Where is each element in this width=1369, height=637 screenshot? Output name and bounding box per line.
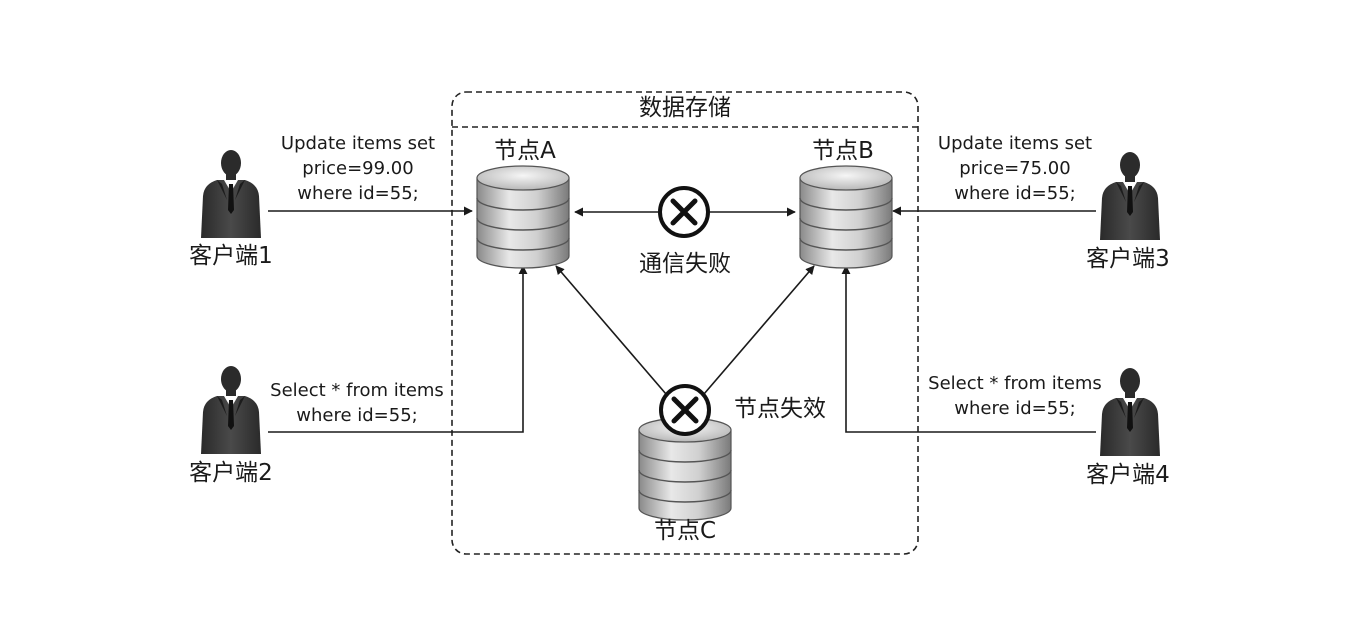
arrow-client2-to-node-a — [268, 265, 528, 433]
arrow-client4-to-node-b — [841, 265, 1096, 433]
client2-query: Select * from items where id=55; — [262, 378, 452, 428]
node-b-label: 节点B — [812, 138, 874, 164]
client4-label: 客户端4 — [1086, 462, 1170, 488]
database-icon-node-b — [799, 165, 893, 269]
link-c-b — [703, 265, 815, 395]
client4-query: Select * from items where id=55; — [920, 371, 1110, 421]
client3-label: 客户端3 — [1086, 246, 1170, 272]
person-icon-client3 — [1100, 152, 1160, 240]
person-icon-client2 — [201, 366, 261, 454]
person-icon-client1 — [201, 150, 261, 238]
client1-query: Update items set price=99.00 where id=55… — [268, 131, 448, 206]
client3-query: Update items set price=75.00 where id=55… — [925, 131, 1105, 206]
failure-x-icon-link — [660, 188, 708, 236]
query-line: where id=55; — [954, 398, 1076, 419]
failure-x-icon-node-c — [661, 386, 709, 434]
query-line: Update items set — [280, 133, 436, 154]
query-line: where id=55; — [954, 183, 1076, 204]
query-line: price=99.00 — [302, 158, 414, 179]
node-a-label: 节点A — [494, 138, 556, 164]
storage-title: 数据存储 — [639, 95, 731, 121]
storage-boundary — [451, 91, 919, 555]
query-line: price=75.00 — [959, 158, 1071, 179]
database-icon-node-a — [476, 165, 570, 269]
client1-label: 客户端1 — [189, 243, 273, 269]
node-failure-label: 节点失效 — [734, 396, 826, 422]
query-line: Select * from items — [270, 380, 444, 401]
query-line: where id=55; — [297, 183, 419, 204]
query-line: where id=55; — [296, 405, 418, 426]
query-line: Select * from items — [928, 373, 1102, 394]
link-c-a — [555, 265, 667, 395]
link-failure-label: 通信失败 — [639, 251, 731, 277]
node-c-label: 节点C — [653, 518, 717, 544]
client2-label: 客户端2 — [189, 460, 273, 486]
query-line: Update items set — [937, 133, 1093, 154]
